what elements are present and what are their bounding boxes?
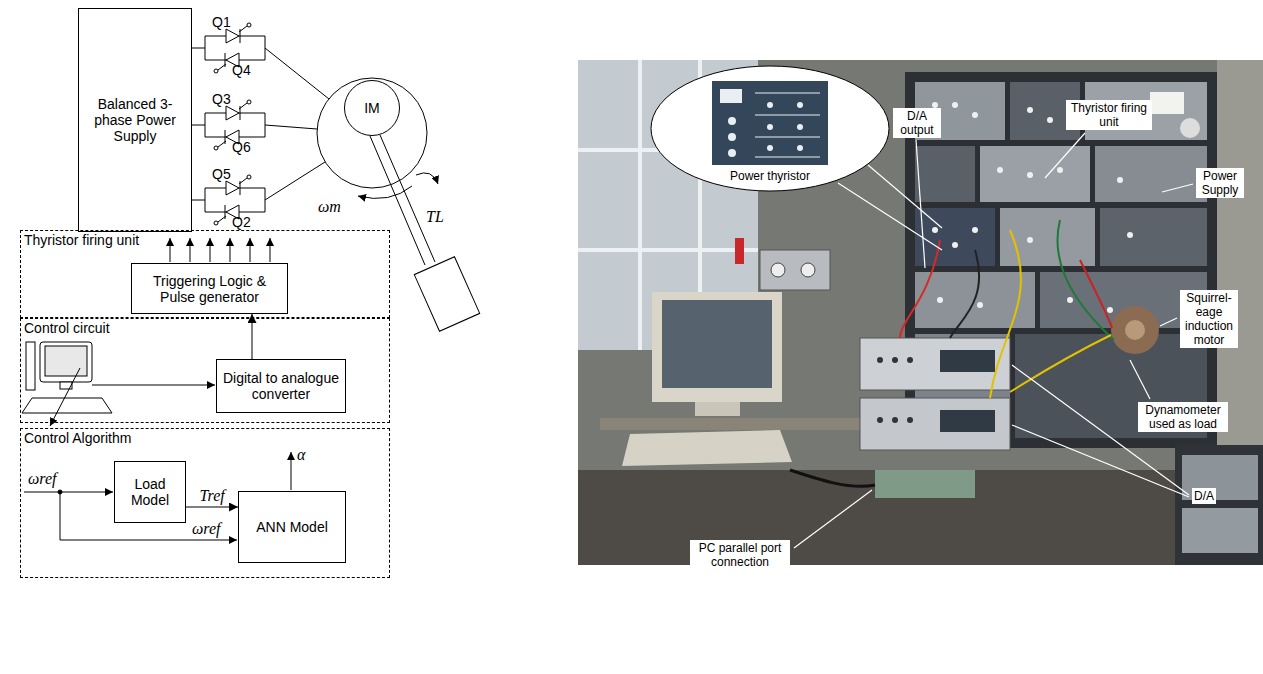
photo-callout: PC parallel port connection [690, 540, 790, 570]
signal-label: α [297, 446, 305, 464]
thyristor-pair [192, 23, 265, 73]
group-band: Control circuitDigital to analogue conve… [20, 318, 390, 423]
thyristor-label: Q3 [212, 91, 231, 107]
node-label: ANN Model [256, 519, 328, 535]
thyristor-label: Q5 [212, 166, 231, 182]
thyristor-label: Q6 [232, 139, 251, 155]
signal-arrow [252, 314, 253, 359]
photo-callout: Power Supply [1196, 168, 1244, 198]
edge-label: Tref [199, 487, 226, 505]
signal-arrow [186, 507, 238, 508]
process-box: Balanced 3-phase Power Supply [78, 8, 192, 232]
photo-callout: Thyristor firing unit [1066, 100, 1152, 130]
motor-symbol [265, 48, 480, 331]
motor-circle: IM [344, 80, 400, 136]
process-box: Digital to analogue converter [216, 359, 346, 413]
signal-label: ωref [192, 520, 220, 538]
node-label: Triggering Logic & Pulse generator [136, 273, 283, 305]
computer-symbol [22, 342, 215, 426]
photo-callout: Squirrel- eage induction motor [1180, 290, 1238, 348]
photo-callout: D/A output [893, 108, 941, 138]
thyristor-pair [192, 175, 265, 225]
thyristor-label: Q4 [232, 62, 251, 78]
group-heading: Control Algorithm [24, 430, 131, 446]
thyristor-label: Q2 [232, 214, 251, 230]
photo-callout: D/A [1192, 488, 1216, 504]
thyristor-pair [192, 100, 265, 150]
leader-lines [794, 133, 1193, 548]
process-box: Triggering Logic & Pulse generator [131, 263, 288, 314]
group-band: Thyristor firing unitTriggering Logic & … [20, 230, 390, 318]
node-label: Power thyristor [650, 169, 890, 183]
process-box: ANN Model [238, 491, 346, 563]
node-label: Digital to analogue converter [221, 370, 341, 402]
node-label: Balanced 3-phase Power Supply [83, 96, 187, 144]
node-label: Load Model [119, 476, 181, 508]
process-box: Load Model [114, 461, 186, 523]
signal-label: ωref [28, 470, 56, 488]
photo-callout: Dynamometer used as load [1138, 402, 1228, 432]
thyristor-label: Q1 [212, 14, 231, 30]
node-label: IM [364, 100, 380, 116]
group-heading: Thyristor firing unit [24, 232, 139, 248]
signal-label: TL [426, 208, 444, 226]
group-heading: Control circuit [24, 320, 110, 336]
signal-label: ωm [318, 198, 341, 216]
lab-photo [578, 60, 1263, 565]
inset-ellipse: Power thyristor [650, 65, 890, 192]
firing-arrows [170, 238, 270, 262]
